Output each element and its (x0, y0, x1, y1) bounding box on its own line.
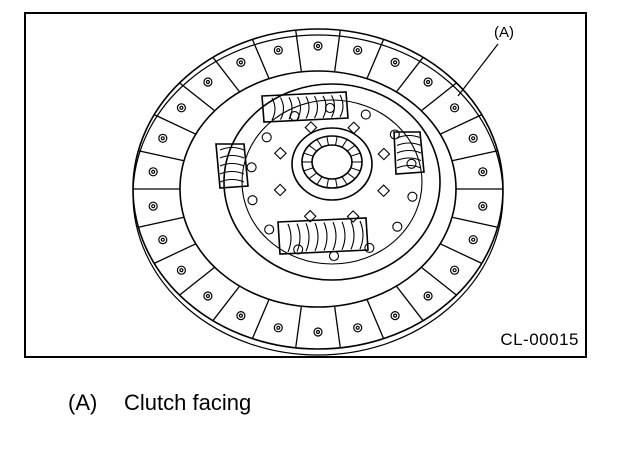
legend-key: (A) (68, 390, 98, 415)
damper-spring-left (215, 143, 249, 189)
callout-label-a: (A) (494, 24, 514, 41)
callout-leader-line (457, 43, 499, 97)
plate-holes (246, 102, 418, 262)
damper-spring-bottom (277, 217, 369, 255)
facing-grooves (133, 30, 503, 348)
spline-hub-outer (291, 127, 373, 201)
spline-hub-bore (311, 144, 353, 180)
clutch-disc-drawing (132, 28, 504, 356)
clutch-facing-outer-edge-thickness (132, 34, 504, 356)
legend-text: Clutch facing (124, 390, 252, 415)
damper-spring-top (261, 91, 349, 123)
clutch-facing-outer-edge (132, 28, 504, 350)
hub-plate-inner (241, 99, 423, 265)
legend: (A) Clutch facing (68, 390, 251, 416)
figure-frame: (A) CL-00015 (24, 12, 587, 358)
hub-plate (223, 83, 441, 281)
facing-rivets (148, 41, 488, 337)
hub-splines (302, 136, 362, 188)
figure-code: CL-00015 (500, 330, 579, 349)
damper-spring-right (393, 131, 425, 175)
